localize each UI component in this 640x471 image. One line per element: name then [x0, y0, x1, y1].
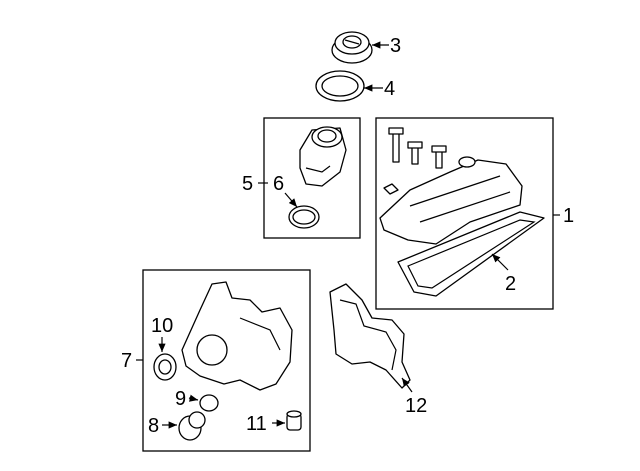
callout-arrow-2 [491, 253, 509, 271]
callout-4: 4 [384, 78, 395, 100]
front-seal [153, 353, 177, 381]
group-box-5 [263, 117, 361, 239]
valve-cover-gasket [397, 211, 545, 297]
callout-8: 8 [148, 415, 159, 437]
group-box-1 [375, 117, 554, 310]
oil-filler-neck [299, 126, 347, 187]
filler-neck-seal [288, 205, 320, 229]
cap-seal [315, 70, 365, 102]
valve-cover-bolts [383, 127, 447, 195]
callout-6: 6 [273, 173, 284, 195]
oil-filler-cap [331, 31, 373, 64]
plug [178, 411, 206, 441]
callout-arrow-6 [284, 192, 298, 208]
callout-2: 2 [505, 273, 516, 295]
callout-12: 12 [405, 395, 427, 417]
callout-arrow-12 [401, 377, 413, 393]
callout-1: 1 [563, 205, 574, 227]
o-ring [199, 394, 219, 412]
callout-10: 10 [151, 315, 173, 337]
callout-arrow-9 [188, 394, 199, 402]
valve-cover [379, 156, 523, 245]
callout-9: 9 [175, 388, 186, 410]
callout-3: 3 [390, 35, 401, 57]
dowel [286, 410, 302, 431]
callout-11: 11 [246, 413, 267, 435]
timing-cover [181, 281, 293, 391]
timing-cover-gasket [329, 283, 411, 389]
callout-5: 5 [242, 173, 253, 195]
callout-7: 7 [121, 350, 132, 372]
